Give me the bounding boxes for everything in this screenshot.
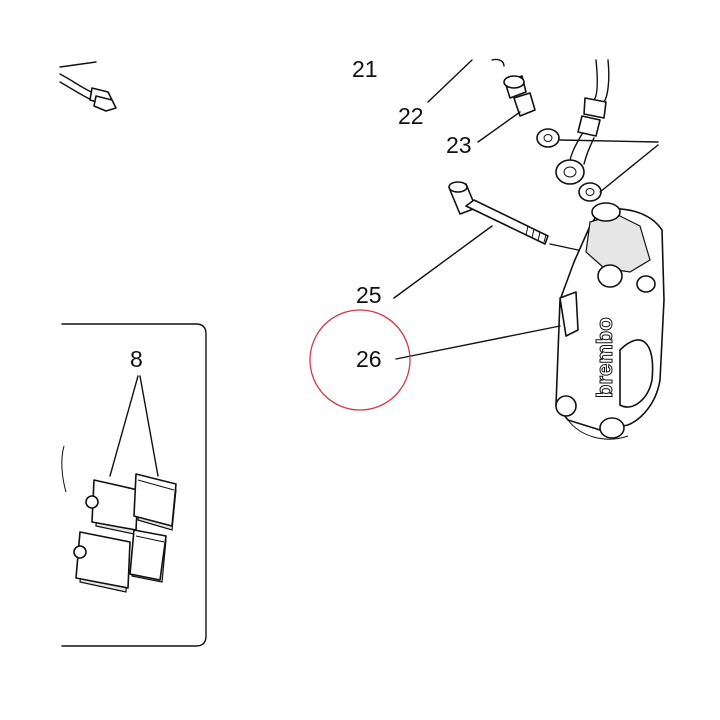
callout-25: 25 [356, 282, 382, 308]
sealing-washers [536, 128, 602, 202]
leader-26 [395, 325, 561, 360]
callout-26: 26 [356, 346, 382, 372]
banjo-fitting [555, 159, 585, 185]
leader-23 [477, 111, 521, 143]
callout-22: 22 [398, 103, 424, 129]
callout-23: 23 [446, 132, 472, 158]
leader-8-b [139, 375, 159, 477]
leader-washers-a [559, 139, 659, 143]
caliper-brand-text: brembo [592, 317, 617, 398]
brake-caliper-part: brembo [555, 202, 665, 440]
brake-pads-inset [61, 323, 207, 647]
leader-22 [427, 59, 473, 103]
bleed-screw-part [503, 75, 536, 117]
leader-25 [393, 225, 493, 299]
wire-connector-part [59, 61, 117, 112]
brake-pad-top-right [133, 473, 177, 531]
inset-frame [61, 323, 207, 647]
callout-8: 8 [130, 346, 143, 372]
leader-22-hook [491, 58, 505, 67]
leader-lines [393, 58, 659, 360]
leader-8-a [109, 375, 139, 477]
brake-pad-bottom-left [73, 531, 131, 593]
leader-washers-b [599, 144, 659, 193]
callout-21: 21 [352, 56, 378, 82]
leader-25-b [549, 243, 579, 251]
caliper-bolt-part [448, 181, 549, 245]
brake-pad-top-left [85, 479, 139, 535]
brake-pad-bottom-right [129, 529, 167, 583]
highlight-circle [309, 309, 411, 411]
brake-hose [569, 59, 610, 165]
